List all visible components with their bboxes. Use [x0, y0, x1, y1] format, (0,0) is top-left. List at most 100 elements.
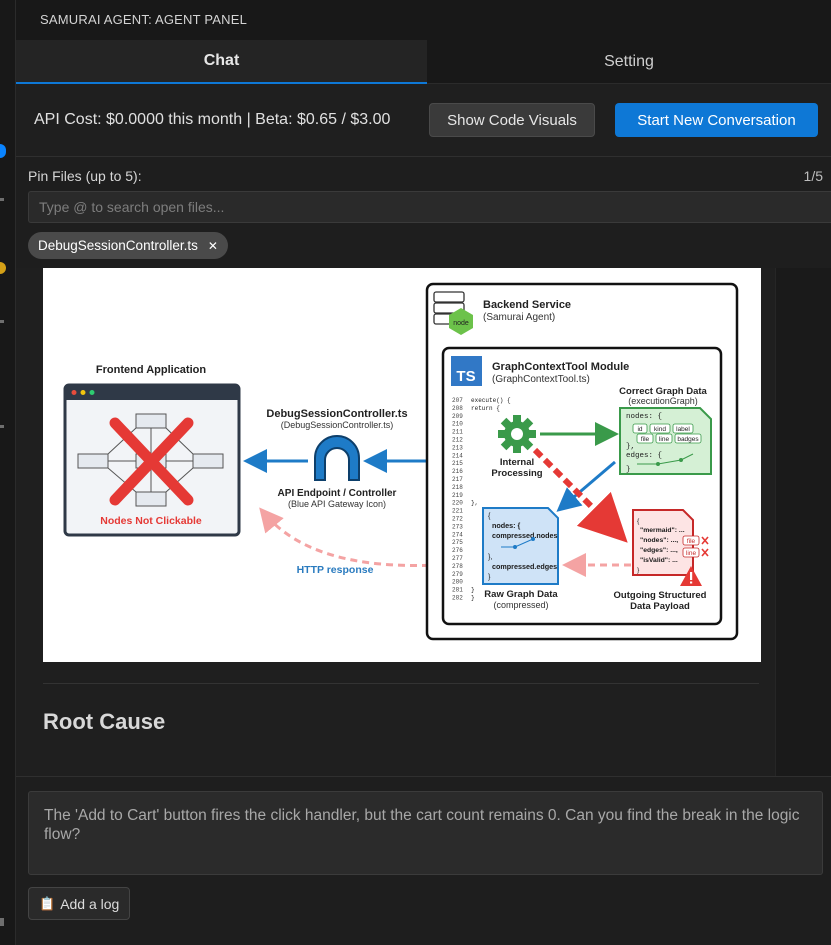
warning-mark — [690, 581, 693, 584]
pin-files-count: 1/5 — [803, 168, 823, 184]
typescript-logo-text: TS — [456, 368, 475, 385]
module-title: GraphContextTool Module — [492, 361, 629, 373]
correct-graph-edges: edges: { — [626, 452, 662, 460]
edges-sparkline — [637, 453, 694, 465]
payload-tag-box — [682, 535, 700, 546]
code-line-number: 213 — [452, 444, 463, 451]
code-line-number: 207 — [452, 397, 463, 404]
raw-graph-title: Raw Graph Data — [484, 589, 558, 600]
code-line-number: 274 — [452, 531, 463, 538]
correct-graph-subtitle: (executionGraph) — [628, 396, 698, 406]
code-line-number: 211 — [452, 429, 463, 436]
remove-pin-icon[interactable]: ✕ — [207, 238, 218, 253]
raw-dot — [531, 537, 535, 541]
code-line-number: 212 — [452, 437, 463, 444]
content-divider — [43, 683, 759, 684]
tag-label: label — [676, 426, 690, 433]
nodejs-logo-icon — [449, 308, 473, 335]
payload-line: "mermaid": ... — [640, 527, 685, 534]
tab-setting[interactable]: Setting — [604, 53, 654, 70]
pinned-file-chip[interactable]: DebugSessionController.ts ✕ — [28, 232, 228, 259]
code-line-text: execute() { — [471, 397, 511, 404]
payload-line: "nodes": ..., — [640, 537, 678, 544]
root-cause-heading: Root Cause — [43, 709, 166, 734]
tag-box — [674, 433, 702, 444]
correct-graph-title: Correct Graph Data — [619, 386, 707, 397]
tab-chat[interactable]: Chat — [16, 40, 427, 84]
correct-graph-end: } — [626, 466, 631, 474]
tag-kind: kind — [654, 426, 666, 433]
code-line-number: 281 — [452, 587, 463, 594]
raw-line: } — [488, 572, 491, 581]
payload-tag-file: file — [687, 538, 696, 545]
warning-mark — [690, 572, 693, 580]
code-line-number: 208 — [452, 405, 463, 412]
backend-title: Backend Service — [483, 299, 571, 311]
code-line-text: } — [471, 587, 475, 594]
payload-tag-box — [682, 547, 700, 558]
raw-line: compressed.edges — [492, 562, 557, 571]
tag-id: id — [637, 426, 642, 433]
endpoint-subtitle: (Blue API Gateway Icon) — [288, 499, 386, 509]
code-line-number: 272 — [452, 516, 463, 523]
tab-bar: Chat Setting — [16, 40, 831, 84]
payload-lines: {"mermaid": ... "nodes": ..., "edges": ...… — [637, 518, 685, 574]
panel-titlebar: SAMURAI AGENT: AGENT PANEL — [16, 0, 831, 40]
code-line-number: 278 — [452, 563, 463, 570]
start-new-conversation-button[interactable]: Start New Conversation — [615, 103, 818, 137]
code-line-number: 221 — [452, 508, 463, 515]
payload-line: "edges": ..., — [640, 547, 678, 554]
code-line-number: 219 — [452, 492, 463, 499]
payload-title-1: Outgoing Structured — [614, 590, 707, 601]
toolbar: API Cost: $0.0000 this month | Beta: $0.… — [16, 84, 831, 157]
edge-dot — [656, 462, 660, 466]
gear-icon — [498, 415, 536, 453]
code-line-number: 218 — [452, 484, 463, 491]
panel-title: SAMURAI AGENT: AGENT PANEL — [40, 12, 247, 27]
activity-edge — [0, 0, 16, 945]
correct-graph-close: }, — [626, 443, 635, 451]
edge-mark — [0, 320, 4, 323]
warning-icon — [0, 262, 6, 274]
arrow-to-payload — [532, 447, 628, 543]
code-line-text: }, — [471, 500, 478, 507]
payload-line: { — [637, 518, 640, 525]
tag-box — [672, 423, 694, 434]
code-line-number: 216 — [452, 468, 463, 475]
edge-mark — [0, 198, 4, 201]
pinned-file-name: DebugSessionController.ts — [38, 238, 198, 253]
raw-line: compressed.nodes — [492, 531, 558, 540]
notification-dot — [0, 144, 6, 158]
payload-line: } — [637, 567, 640, 574]
pin-files-search-input[interactable] — [28, 191, 831, 223]
code-line-number: 282 — [452, 595, 463, 602]
backend-subtitle: (Samurai Agent) — [483, 312, 555, 323]
message-input[interactable]: The 'Add to Cart' button fires the click… — [28, 791, 823, 875]
add-log-label: Add a log — [60, 895, 120, 912]
add-log-button[interactable]: 📋 Add a log — [28, 887, 131, 920]
controller-title: DebugSessionController.ts — [266, 408, 407, 420]
code-line-number: 280 — [452, 579, 463, 586]
raw-graph-lines: {nodes: {compressed.nodes},compressed.ed… — [488, 511, 558, 581]
endpoint-title: API Endpoint / Controller — [278, 488, 397, 499]
internal-processing-label-1: Internal — [500, 457, 534, 468]
http-response-arrow — [259, 507, 442, 568]
code-line-number: 214 — [452, 452, 463, 459]
edge-mark — [0, 918, 4, 926]
message-composer: The 'Add to Cart' button fires the click… — [16, 776, 831, 945]
nodejs-logo-text: node — [453, 320, 469, 327]
tag-file: file — [641, 436, 650, 443]
architecture-diagram-image: Frontend Application Nodes Not Clickable — [43, 268, 761, 662]
show-code-visuals-button[interactable]: Show Code Visuals — [429, 103, 595, 137]
code-line-number: 276 — [452, 547, 463, 554]
chat-scroll-area[interactable]: Frontend Application Nodes Not Clickable — [16, 268, 831, 776]
code-line-text: return { — [471, 405, 500, 412]
module-subtitle: (GraphContextTool.ts) — [492, 374, 590, 385]
raw-line: { — [488, 511, 491, 520]
scrollbar-track[interactable] — [775, 268, 831, 776]
payload-doc — [632, 509, 694, 576]
internal-processing-label-2: Processing — [491, 468, 542, 479]
code-line-number: 275 — [452, 539, 463, 546]
